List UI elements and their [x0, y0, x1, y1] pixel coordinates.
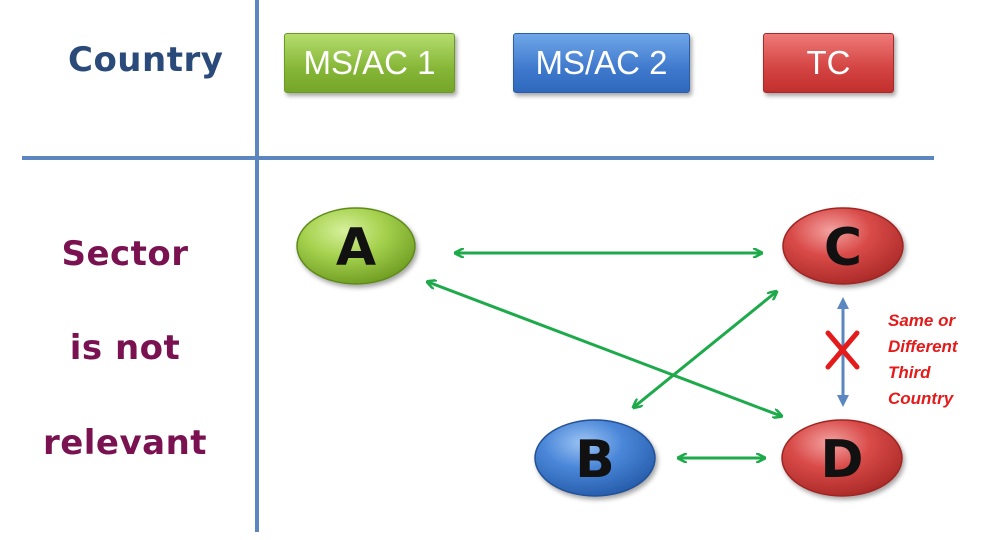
node-a	[296, 207, 416, 285]
arrow-b-c	[634, 292, 776, 407]
note-line-1: Same or	[888, 311, 956, 330]
country-header: Country	[68, 40, 224, 80]
node-c-label: C	[824, 218, 862, 278]
note-line-4: Country	[888, 389, 954, 408]
node-a-label: A	[336, 218, 376, 278]
node-b	[534, 419, 656, 497]
third-country-note: Same or Different Third Country	[888, 308, 958, 412]
sector-header-line-2: is not	[69, 328, 181, 368]
note-line-3: Third	[888, 363, 931, 382]
red-cross-icon	[825, 330, 860, 370]
legend-ms-ac-1: MS/AC 1	[284, 33, 455, 93]
sector-header-line-3: relevant	[42, 423, 208, 463]
note-line-2: Different	[888, 337, 958, 356]
arrow-a-d	[428, 282, 781, 416]
node-b-label: B	[575, 430, 615, 490]
sector-header-line-1: Sector	[61, 234, 189, 274]
node-d-label: D	[820, 430, 863, 490]
node-d	[781, 419, 903, 497]
node-c	[782, 207, 904, 285]
legend-ms-ac-2: MS/AC 2	[513, 33, 690, 93]
legend-tc: TC	[763, 33, 894, 93]
